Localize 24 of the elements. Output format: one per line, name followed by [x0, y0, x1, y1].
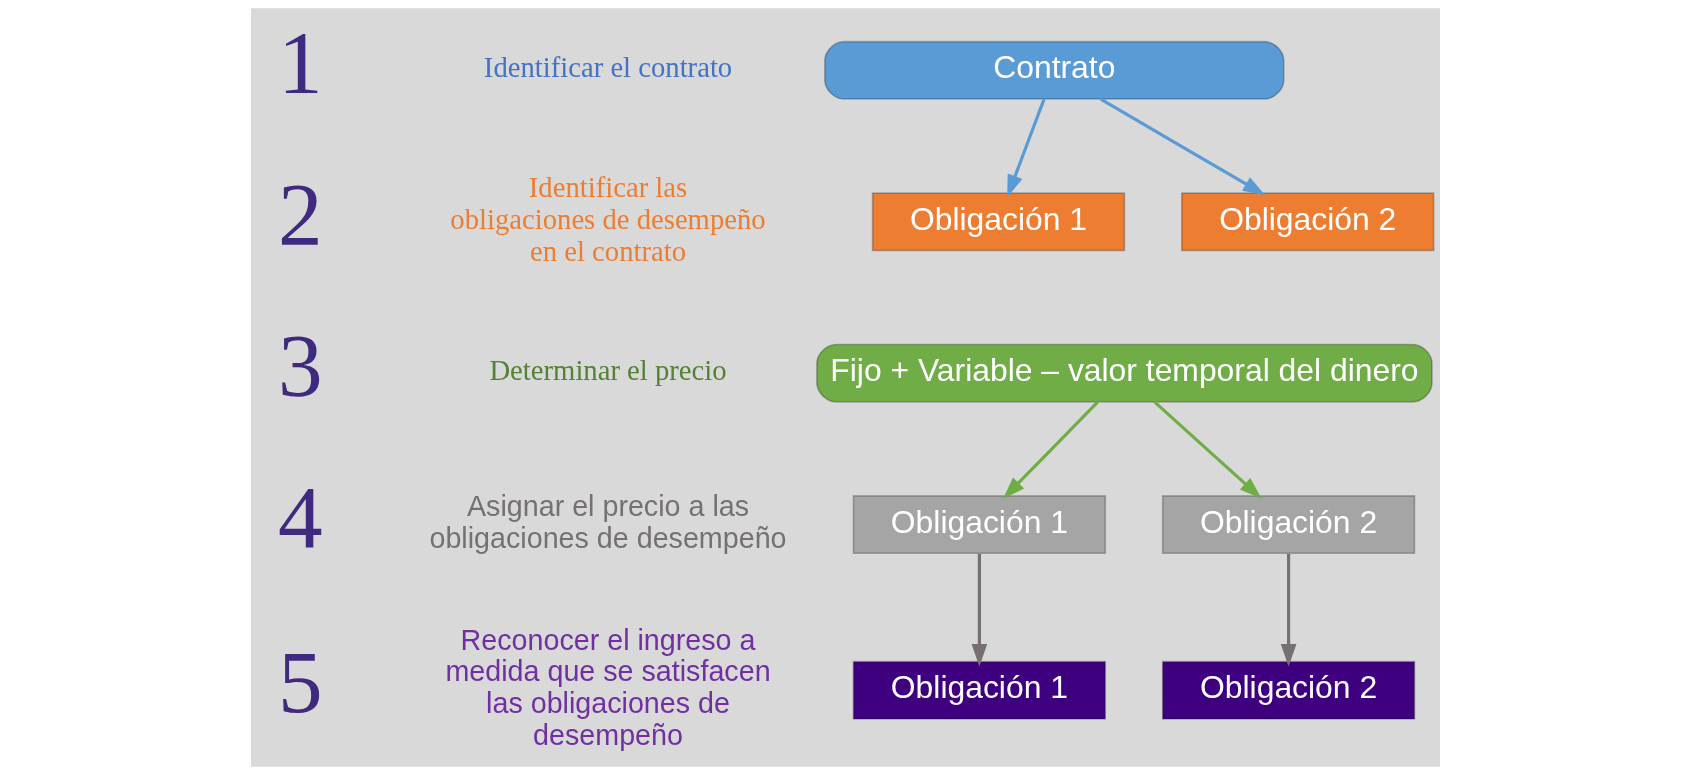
- node-box: Obligación 1: [871, 192, 1125, 252]
- arrow: [1152, 400, 1262, 499]
- arrow: [971, 553, 987, 667]
- node-box: Obligación 1: [852, 495, 1106, 555]
- node-box: Fijo + Variable – valor temporal del dinero: [815, 343, 1433, 403]
- label: 4: [277, 466, 323, 566]
- node-box: Obligación 2: [1161, 660, 1415, 720]
- arrow: [1006, 98, 1046, 198]
- arrow: [1002, 400, 1099, 499]
- label: Reconocer el ingreso a medida que se satisfacen las obligaciones de desempeño: [444, 623, 771, 752]
- arrow: [1099, 97, 1265, 196]
- label: 5: [277, 632, 323, 732]
- label: Asignar el precio a las obligaciones de desempeño: [428, 489, 787, 554]
- label: 1: [277, 12, 323, 112]
- label: Identificar el contrato: [483, 51, 732, 84]
- node-box: Obligación 1: [852, 660, 1106, 720]
- node-box: Obligación 2: [1180, 192, 1434, 252]
- label: 3: [277, 315, 323, 415]
- arrow: [1280, 553, 1296, 667]
- label: Determinar el precio: [488, 354, 727, 387]
- node-box: Contrato: [823, 40, 1285, 100]
- node-box: Obligación 2: [1161, 495, 1415, 555]
- label: 2: [277, 163, 323, 263]
- label: Identificar las obligaciones de desempeño en el contrato: [449, 170, 766, 267]
